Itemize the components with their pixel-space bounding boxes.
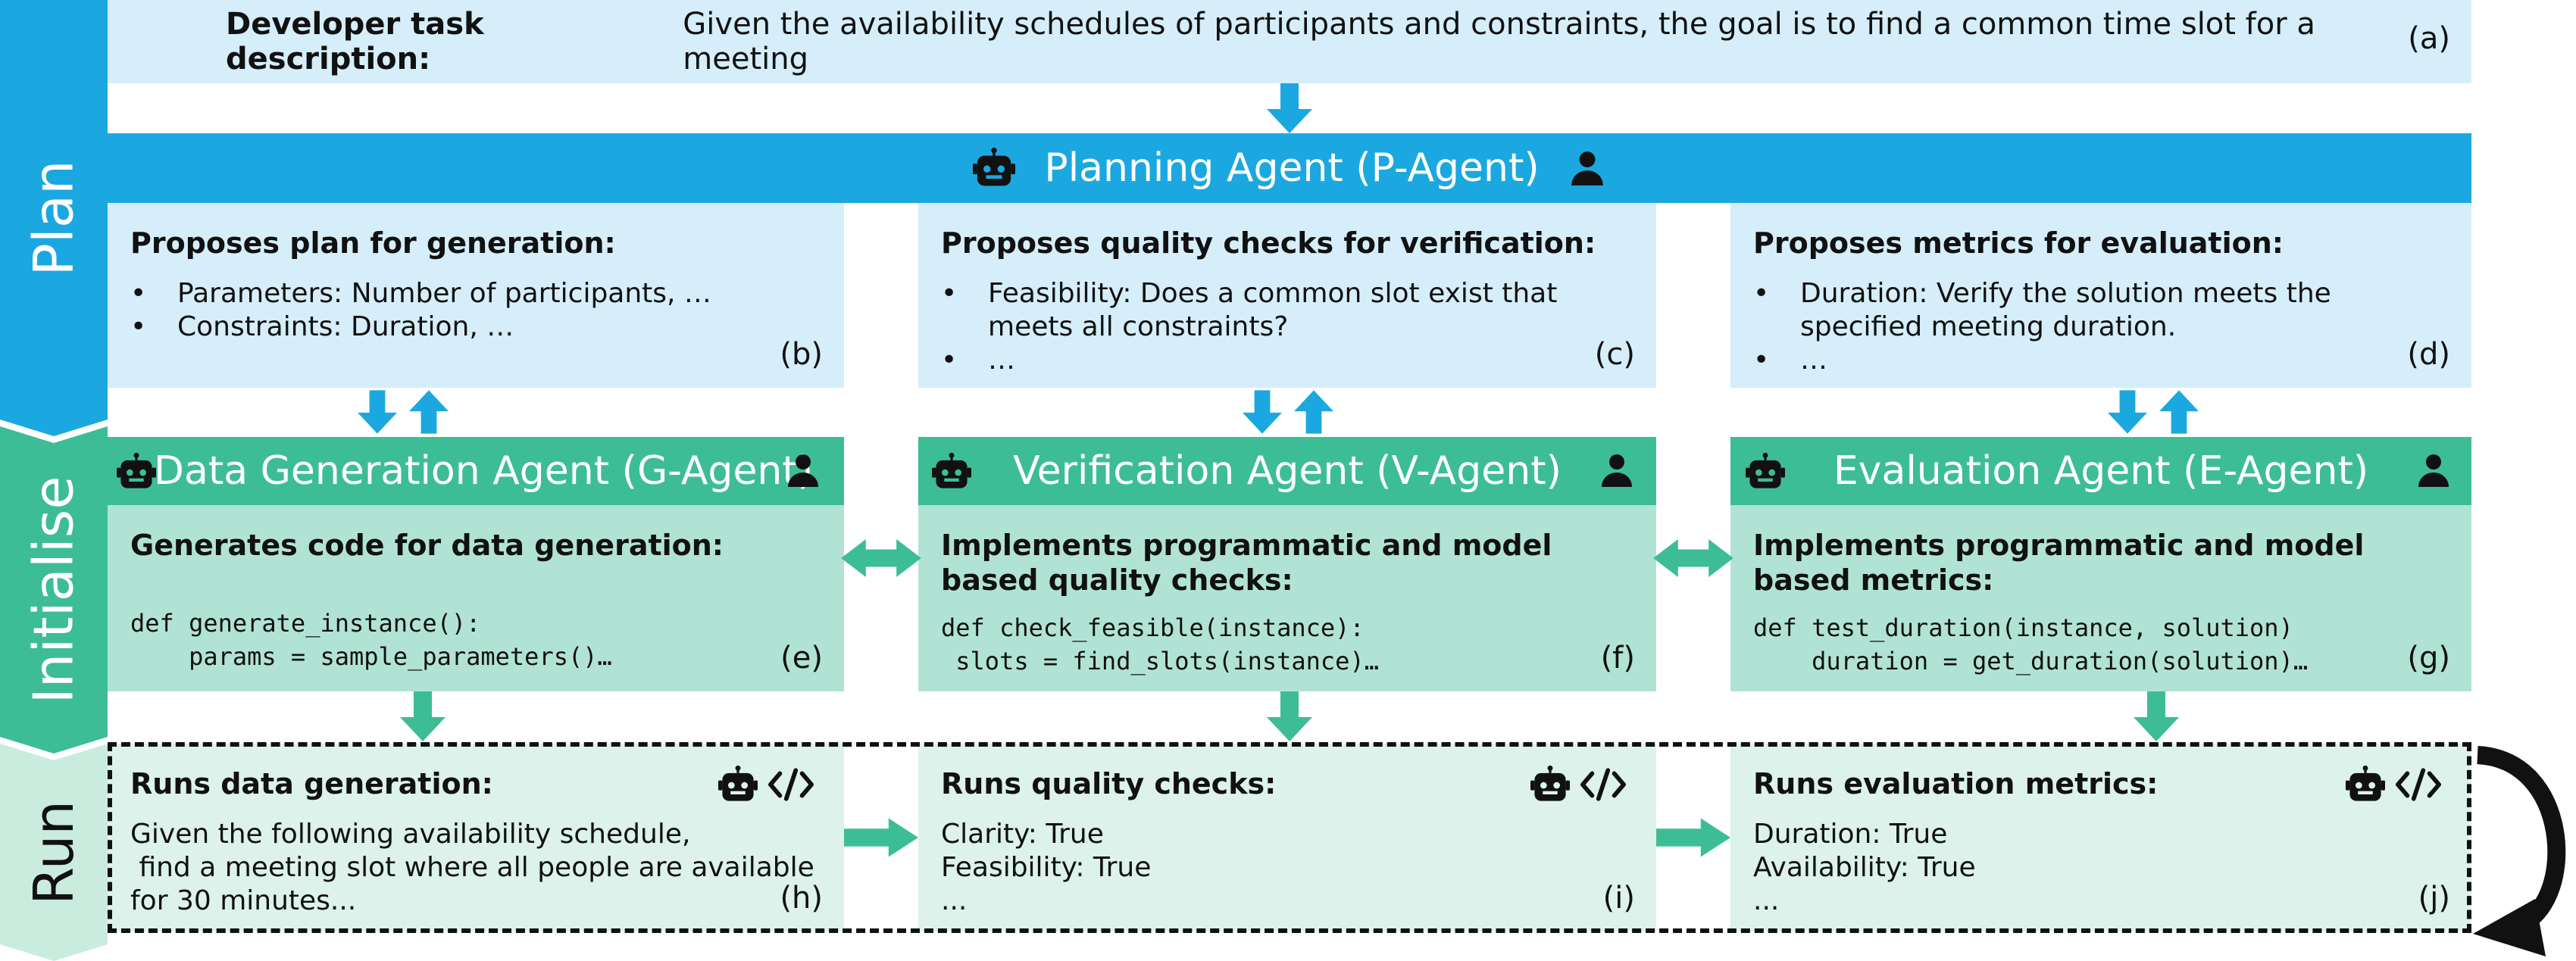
- panel-tag-d: (d): [2407, 337, 2450, 372]
- panel-tag-f: (f): [1600, 641, 1635, 676]
- panel-tag-e: (e): [780, 641, 823, 676]
- run-output: Clarity: True Feasibility: True ...: [941, 818, 1633, 918]
- run-panel-heading: Runs data generation:: [130, 767, 493, 800]
- init-panel-heading: Implements programmatic and model based …: [941, 529, 1552, 597]
- loop-arrow-icon: [2473, 746, 2566, 956]
- plan-bullet-list: Feasibility: Does a common slot exist th…: [941, 277, 1633, 377]
- evaluation-agent-banner: Evaluation Agent (E-Agent): [1730, 437, 2471, 505]
- robot-icon: [1746, 452, 1785, 491]
- run-phase-frame: [108, 742, 2471, 933]
- run-output-line: Feasibility: True: [941, 852, 1152, 883]
- run-output-line: Duration: True: [1753, 819, 1948, 850]
- double-arrow-icon: [1653, 539, 1733, 577]
- panel-tag-b: (b): [780, 337, 823, 372]
- initialise-phase-rail: Initialise: [0, 426, 108, 754]
- run-phase-rail: Run: [0, 744, 108, 961]
- plan-bullet: Feasibility: Does a common slot exist th…: [941, 277, 1633, 344]
- person-icon: [1568, 149, 1606, 187]
- arrow-up-icon: [1294, 388, 1333, 436]
- plan-bullet: Duration: Verify the solution meets the …: [1753, 277, 2449, 344]
- code-line: params = sample_parameters()…: [130, 642, 612, 671]
- arrow-down-icon: [1267, 691, 1312, 741]
- task-description-panel: Developer task description: Given the av…: [108, 0, 2471, 83]
- arrow-down-icon: [1243, 388, 1282, 436]
- planning-agent-banner: Planning Agent (P-Agent): [108, 133, 2471, 203]
- panel-tag-a: (a): [2408, 21, 2450, 56]
- code-line: def check_feasible(instance):: [941, 613, 1365, 642]
- run-panel-heading: Runs quality checks:: [941, 767, 1277, 800]
- run-panel-heading: Runs evaluation metrics:: [1753, 767, 2159, 800]
- init-panel-generation: Generates code for data generation: def …: [108, 505, 844, 691]
- arrow-down-icon: [1267, 83, 1312, 133]
- plan-phase-label: Plan: [22, 160, 86, 276]
- plan-panel-heading: Proposes quality checks for verification…: [941, 226, 1596, 260]
- data-generation-agent-banner: Data Generation Agent (G-Agent): [108, 437, 844, 505]
- plan-phase-rail: Plan: [0, 0, 108, 436]
- run-output-line: for 30 minutes...: [130, 885, 357, 916]
- code-snippet: def test_duration(instance, solution) du…: [1753, 611, 2449, 678]
- arrow-up-icon: [2159, 388, 2199, 436]
- code-snippet: def generate_instance(): params = sample…: [130, 607, 821, 673]
- plan-bullet: …: [941, 344, 1633, 377]
- code-line: slots = find_slots(instance)…: [941, 647, 1379, 676]
- run-output: Duration: True Availability: True ...: [1753, 818, 2449, 918]
- plan-panel-generation: Proposes plan for generation: Parameters…: [108, 203, 844, 388]
- code-line: duration = get_duration(solution)…: [1753, 647, 2309, 676]
- code-snippet: def check_feasible(instance): slots = fi…: [941, 611, 1633, 678]
- run-output-line: ...: [1753, 885, 1780, 916]
- person-icon: [1599, 452, 1635, 488]
- task-description-text: Given the availability schedules of part…: [683, 7, 2315, 76]
- arrow-up-icon: [409, 388, 449, 436]
- init-panel-verification: Implements programmatic and model based …: [918, 505, 1656, 691]
- init-panel-heading: Generates code for data generation:: [130, 529, 724, 562]
- agent-title: Verification Agent (V-Agent): [1013, 448, 1562, 494]
- run-panel-evaluation: Runs evaluation metrics: Duration: True …: [1730, 744, 2471, 931]
- panel-tag-i: (i): [1602, 881, 1635, 916]
- code-line: def generate_instance():: [130, 609, 481, 638]
- plan-panel-heading: Proposes metrics for evaluation:: [1753, 226, 2284, 260]
- double-arrow-icon: [841, 539, 921, 577]
- robot-icon: [932, 452, 971, 491]
- arrow-down-icon: [2108, 388, 2147, 436]
- run-output-line: ...: [941, 885, 968, 916]
- run-output-line: Clarity: True: [941, 819, 1104, 850]
- verification-agent-banner: Verification Agent (V-Agent): [918, 437, 1656, 505]
- plan-panel-verification: Proposes quality checks for verification…: [918, 203, 1656, 388]
- arrow-down-icon: [400, 691, 445, 741]
- run-output-line: Availability: True: [1753, 852, 1976, 883]
- run-panel-generation: Runs data generation: Given the followin…: [108, 744, 844, 931]
- plan-bullet: Parameters: Number of participants, …: [130, 277, 821, 310]
- plan-bullet: …: [1753, 344, 2449, 377]
- init-panel-evaluation: Implements programmatic and model based …: [1730, 505, 2471, 691]
- person-icon: [785, 452, 821, 488]
- task-description-label: Developer task description:: [226, 7, 484, 76]
- agent-title: Data Generation Agent (G-Agent): [153, 448, 814, 494]
- planning-agent-title: Planning Agent (P-Agent): [1044, 145, 1540, 191]
- init-panel-heading: Implements programmatic and model based …: [1753, 529, 2365, 597]
- arrow-down-icon: [358, 388, 397, 436]
- panel-tag-c: (c): [1594, 337, 1635, 372]
- plan-panel-evaluation: Proposes metrics for evaluation: Duratio…: [1730, 203, 2471, 388]
- panel-tag-j: (j): [2418, 881, 2450, 916]
- run-output-line: find a meeting slot where all people are…: [130, 852, 814, 883]
- run-panel-verification: Runs quality checks: Clarity: True Feasi…: [918, 744, 1656, 931]
- plan-panel-heading: Proposes plan for generation:: [130, 226, 616, 260]
- code-line: def test_duration(instance, solution): [1753, 613, 2293, 642]
- arrow-down-icon: [2134, 691, 2179, 741]
- plan-bullet-list: Parameters: Number of participants, … Co…: [130, 277, 821, 344]
- robot-icon: [973, 147, 1015, 189]
- panel-tag-g: (g): [2407, 641, 2450, 676]
- plan-bullet: Constraints: Duration, …: [130, 310, 821, 344]
- person-icon: [2415, 452, 2452, 488]
- run-output: Given the following availability schedul…: [130, 818, 821, 918]
- agent-title: Evaluation Agent (E-Agent): [1833, 448, 2369, 494]
- initialise-phase-label: Initialise: [22, 476, 86, 704]
- panel-tag-h: (h): [780, 881, 823, 916]
- run-output-line: Given the following availability schedul…: [130, 819, 691, 850]
- run-phase-label: Run: [22, 800, 86, 905]
- robot-icon: [117, 452, 156, 491]
- plan-bullet-list: Duration: Verify the solution meets the …: [1753, 277, 2449, 377]
